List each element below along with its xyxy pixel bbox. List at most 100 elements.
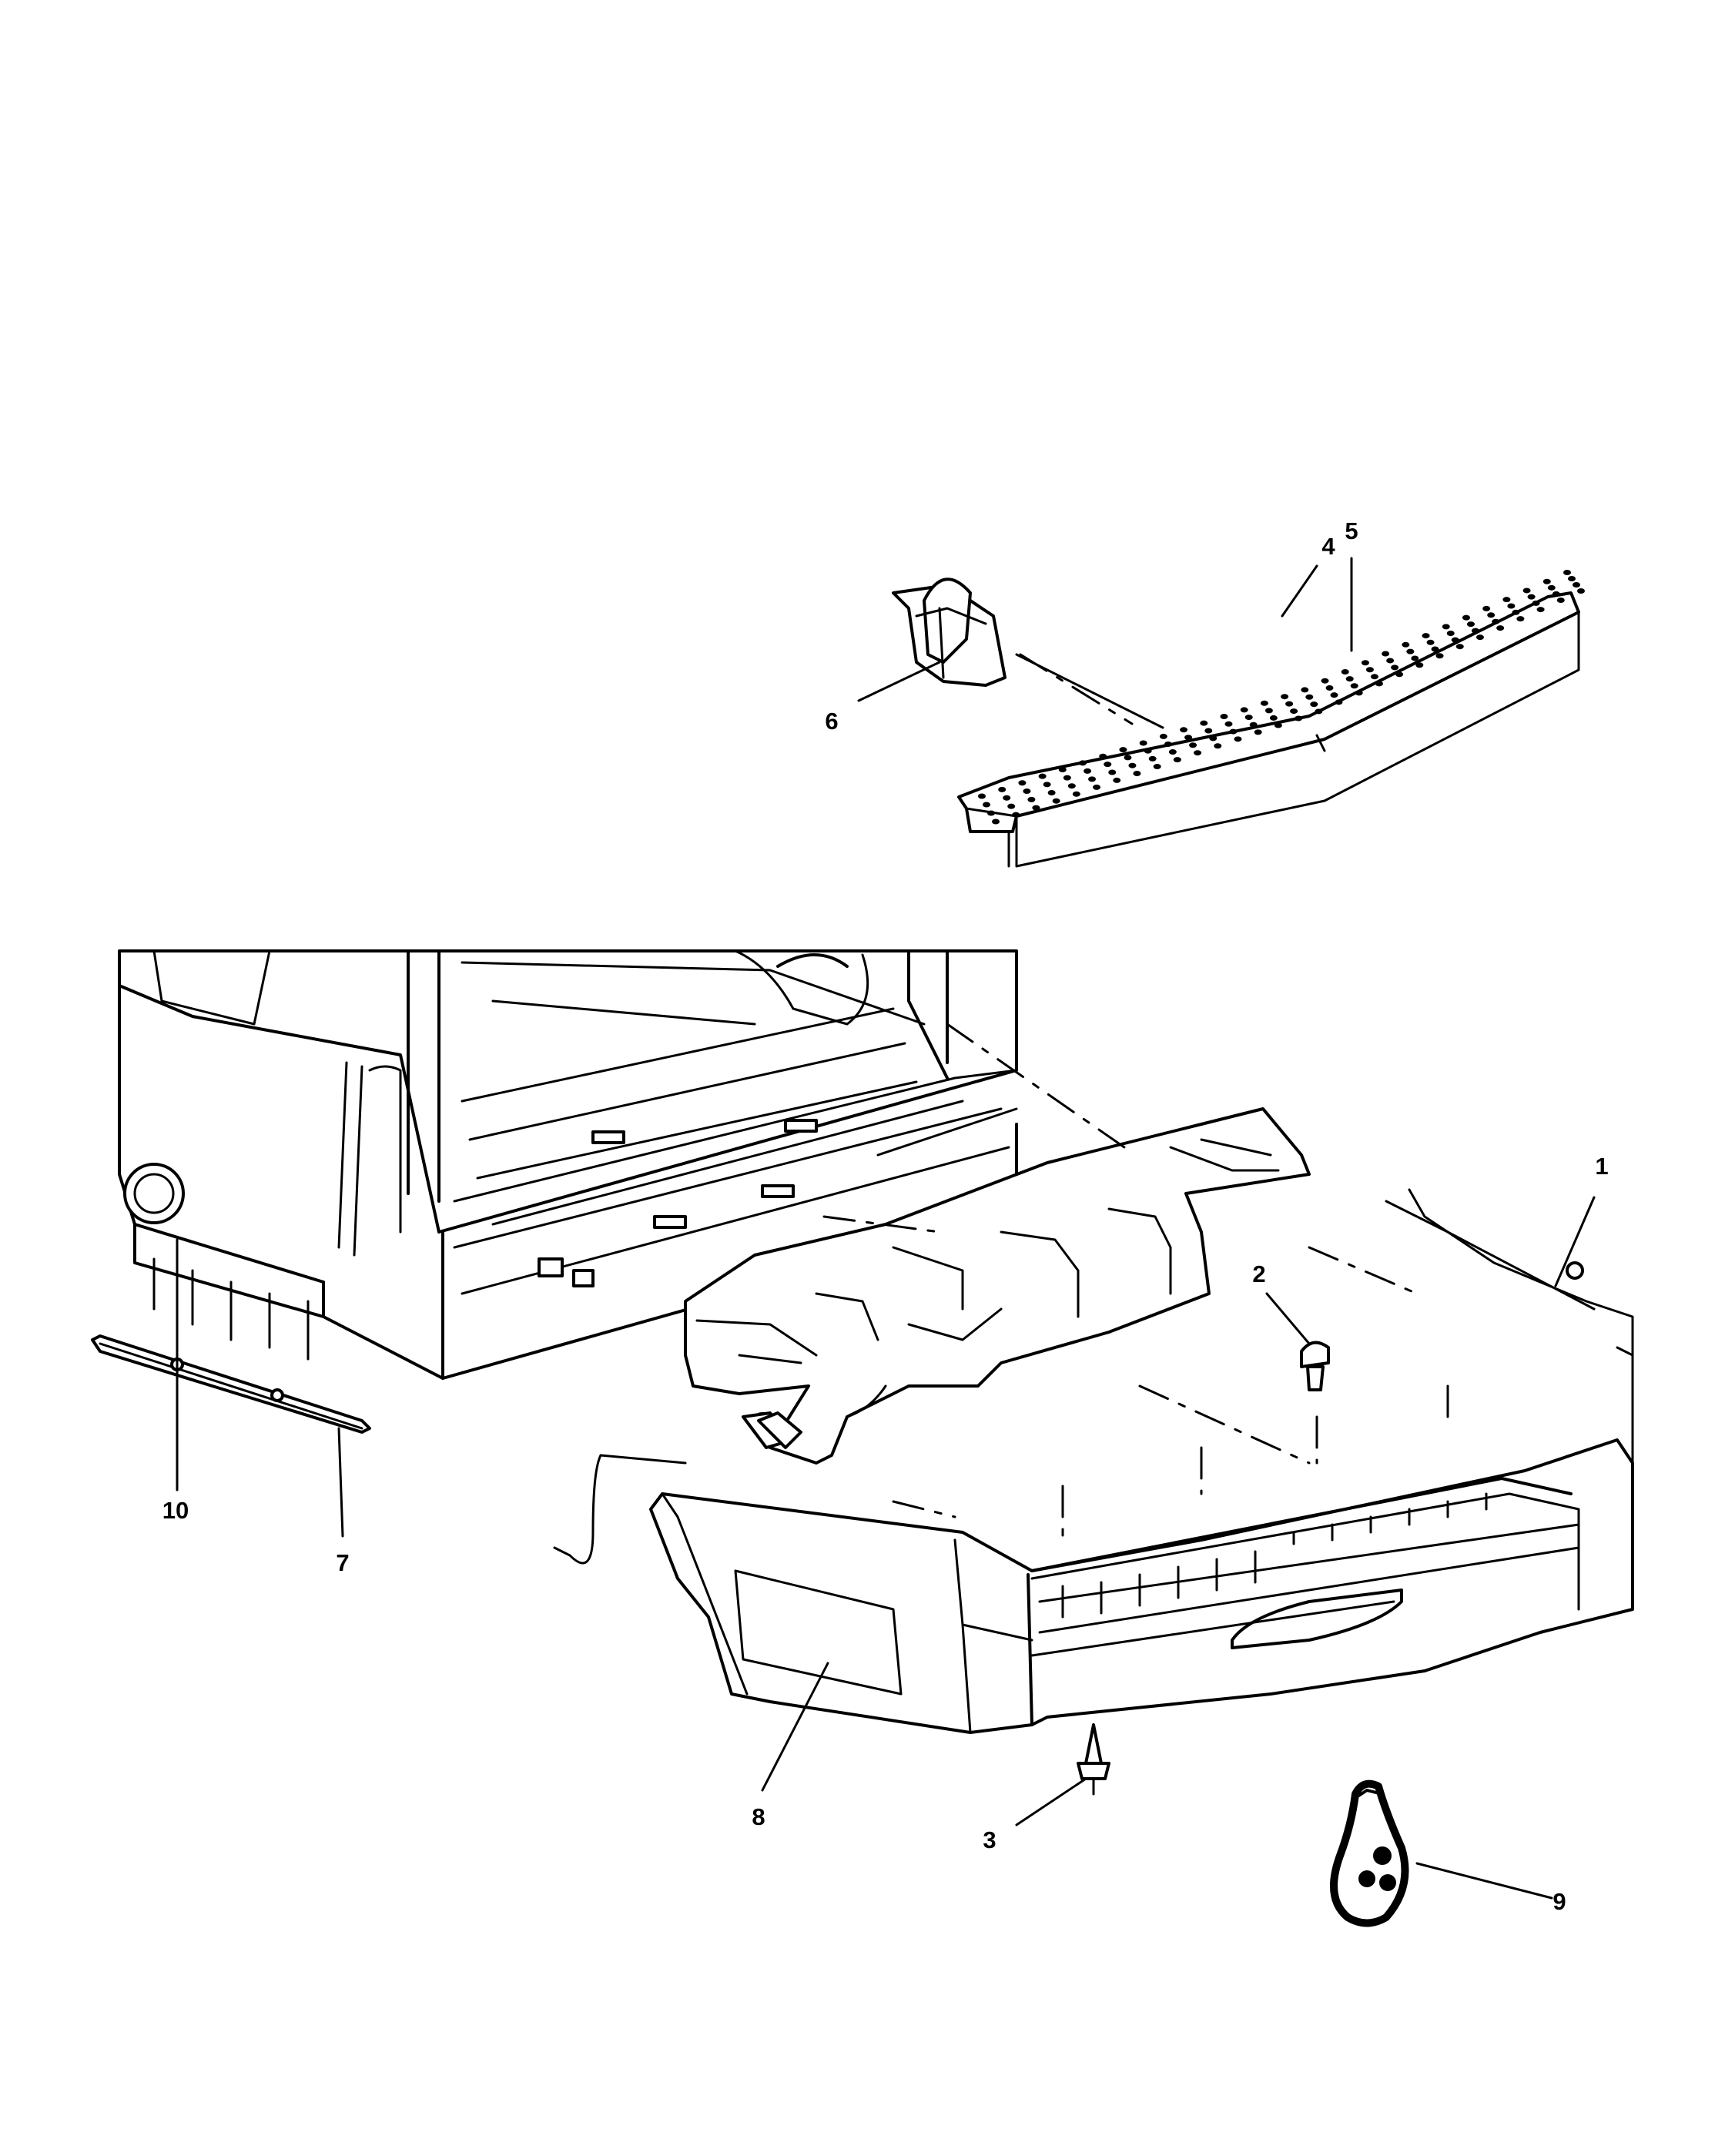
step-stud: [1335, 699, 1343, 705]
step-stud: [1391, 665, 1399, 671]
leader-lines: [176, 557, 1596, 1900]
step-stud: [1180, 727, 1188, 733]
step-stud: [1462, 614, 1470, 621]
step-stud: [1482, 605, 1491, 611]
step-stud: [1007, 803, 1016, 809]
step-stud: [1220, 714, 1228, 720]
step-stud: [1088, 776, 1097, 782]
step-stud: [983, 802, 990, 808]
step-stud: [1496, 625, 1505, 631]
step-stud: [1547, 584, 1556, 591]
clip-part: [892, 578, 1007, 687]
step-stud: [1264, 708, 1273, 714]
step-stud: [1466, 621, 1475, 628]
step-stud: [1315, 708, 1323, 715]
vehicle-body: [118, 949, 1018, 1380]
step-stud: [1527, 594, 1536, 600]
step-stud: [1139, 740, 1147, 746]
callout-label-4: 4: [1321, 533, 1335, 560]
step-stud: [1435, 653, 1444, 659]
step-stud: [1386, 658, 1395, 664]
step-stud: [1281, 694, 1289, 700]
step-stud: [1361, 660, 1369, 666]
step-stud: [1446, 630, 1455, 636]
step-stud: [1325, 685, 1334, 691]
step-stud: [1426, 639, 1435, 645]
step-stud: [1345, 676, 1354, 682]
step-stud: [1113, 777, 1121, 783]
step-stud: [1295, 715, 1303, 721]
step-stud: [1104, 762, 1112, 768]
callout-label-9: 9: [1552, 1888, 1566, 1915]
step-stud: [1563, 570, 1571, 575]
step-stud: [1240, 707, 1248, 713]
step-stud: [1573, 582, 1580, 588]
step-stud: [1133, 770, 1141, 776]
step-stud: [978, 793, 986, 799]
step-stud: [998, 786, 1007, 792]
step-stud: [1084, 768, 1092, 774]
step-stud: [1052, 798, 1060, 804]
step-stud: [1542, 578, 1551, 584]
callout-label-2: 2: [1252, 1260, 1265, 1287]
step-stud: [1411, 655, 1419, 661]
step-stud: [1173, 757, 1181, 763]
step-stud: [1124, 755, 1132, 761]
step-stud: [1552, 591, 1560, 597]
step-stud: [1224, 721, 1233, 727]
callout-label-10: 10: [162, 1497, 189, 1524]
step-stud: [1047, 790, 1056, 796]
step-stud: [1422, 633, 1430, 639]
step-stud: [1148, 755, 1157, 762]
step-stud: [1189, 742, 1197, 748]
step-stud: [1451, 637, 1459, 643]
step-stud: [1402, 641, 1410, 648]
step-stud: [1577, 588, 1585, 594]
step-stud: [1471, 628, 1479, 634]
step-stud: [1018, 780, 1027, 786]
trim-strip-part: [91, 1334, 371, 1434]
callout-label-1: 1: [1595, 1153, 1608, 1180]
step-stud: [1119, 747, 1127, 753]
step-stud: [1442, 624, 1450, 630]
step-pad-part: [957, 591, 1580, 868]
callout-label-6: 6: [825, 708, 838, 735]
step-stud: [1204, 728, 1213, 734]
step-stud: [1058, 767, 1067, 773]
step-stud: [1532, 600, 1540, 606]
step-stud: [1274, 722, 1282, 728]
callout-label-7: 7: [336, 1549, 349, 1576]
step-stud: [1431, 646, 1439, 652]
step-stud: [1184, 735, 1193, 741]
step-stud: [1502, 597, 1511, 603]
step-stud: [1516, 616, 1525, 622]
step-stud: [1254, 729, 1262, 735]
step-stud: [1168, 749, 1177, 755]
push-pin-3-part: [1077, 1723, 1110, 1796]
step-stud: [1244, 715, 1253, 721]
step-stud: [1209, 735, 1218, 742]
step-stud: [1043, 782, 1051, 788]
step-stud: [1556, 598, 1565, 604]
step-stud: [1072, 791, 1080, 797]
step-stud: [1234, 736, 1242, 742]
step-stud: [1144, 748, 1152, 754]
step-stud: [1375, 681, 1383, 687]
step-stud: [1310, 701, 1318, 708]
step-stud: [1023, 788, 1031, 795]
step-stud: [1269, 715, 1278, 721]
callout-label-3: 3: [983, 1826, 996, 1853]
step-stud: [1370, 674, 1378, 680]
step-stud: [1305, 694, 1314, 700]
step-stud: [1355, 690, 1363, 696]
step-stud: [1012, 812, 1020, 818]
callout-label-5: 5: [1345, 517, 1358, 544]
step-stud: [1365, 667, 1374, 673]
step-stud: [1341, 668, 1349, 675]
step-stud: [1108, 769, 1117, 775]
push-pin-support-part: [757, 1411, 802, 1449]
parts-bag-part: [1330, 1779, 1409, 1927]
step-stud: [1249, 721, 1258, 728]
step-stud: [1475, 634, 1484, 641]
